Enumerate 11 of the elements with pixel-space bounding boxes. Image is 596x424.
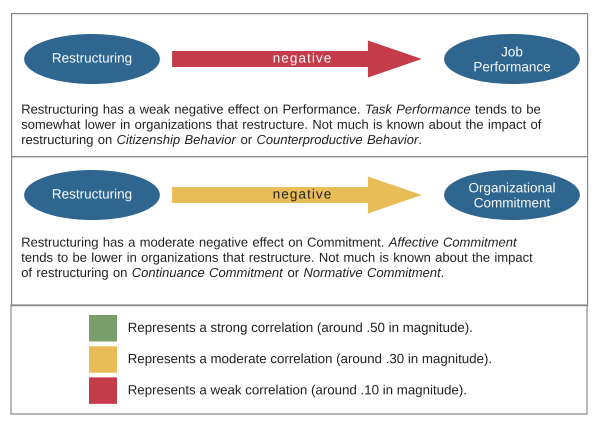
ellipse-node: Restructuring — [24, 170, 160, 220]
ellipse-node: Restructuring — [24, 34, 160, 84]
panel-text: Restructuring has a moderate negative effect on Commitment. Affective Commitment tends to be lower in organizations that restructure. Not much is known about the impact of restructuring on Continuance Commitment or Normative Commitment. — [21, 237, 533, 280]
edge-label: negative — [274, 52, 331, 66]
legend-text: Represents a moderate correlation (around .30 in magnitude). — [128, 354, 491, 366]
ellipse-node: Job Performance — [444, 34, 580, 84]
ellipse-node: Organizational Commitment — [444, 170, 580, 220]
legend-text: Represents a weak correlation (around .10 in magnitude). — [128, 384, 466, 398]
edge-label: negative — [274, 188, 331, 202]
panel-text: Restructuring has a weak negative effect on Performance. Task Performance tends to be somewhat lower in organizations that restructure. Not much is known about the impact of restructuring on Citizenship Behavior or Counterproductive Behavior. — [22, 104, 542, 147]
legend-text: Represents a strong correlation (around .50 in magnitude). — [128, 322, 472, 335]
